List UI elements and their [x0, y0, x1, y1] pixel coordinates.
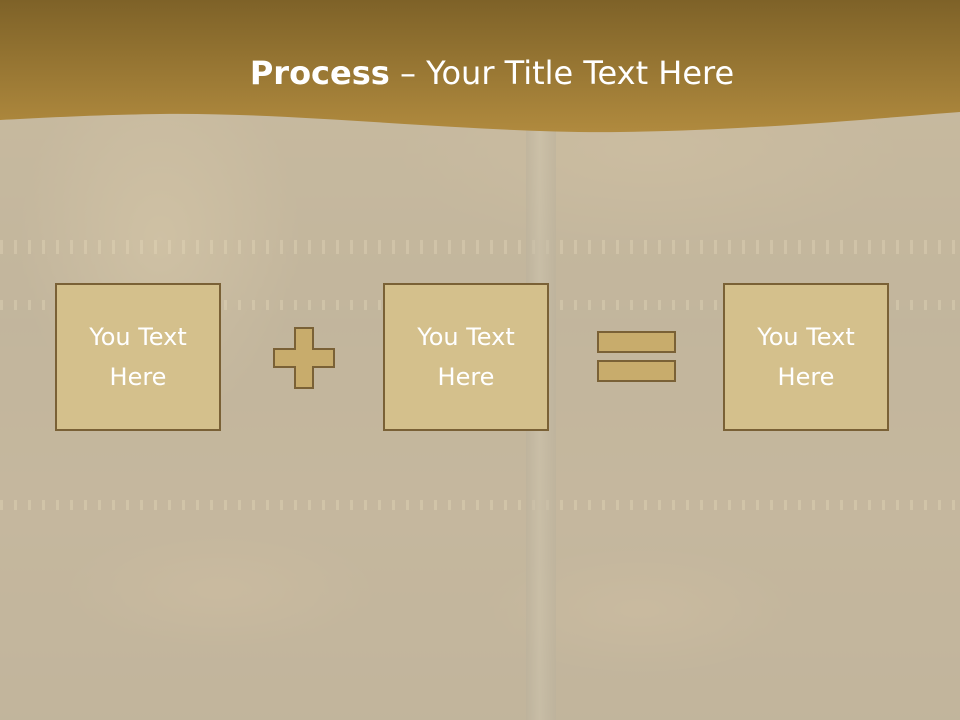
banner-shape	[0, 0, 960, 133]
title-banner: Process – Your Title Text Here	[0, 0, 960, 150]
plus-icon	[273, 327, 335, 393]
process-box-1-text: You Text Here	[89, 323, 187, 391]
process-box-3[interactable]: You Text Here	[723, 283, 889, 431]
process-box-1[interactable]: You Text Here	[55, 283, 221, 431]
process-box-2-text: You Text Here	[417, 323, 515, 391]
process-box-2[interactable]: You Text Here	[383, 283, 549, 431]
slide-title: Process – Your Title Text Here	[0, 54, 960, 92]
title-bold: Process	[249, 54, 390, 92]
equals-icon	[597, 330, 677, 388]
title-rest: – Your Title Text Here	[389, 54, 735, 92]
process-box-3-text: You Text Here	[757, 323, 855, 391]
